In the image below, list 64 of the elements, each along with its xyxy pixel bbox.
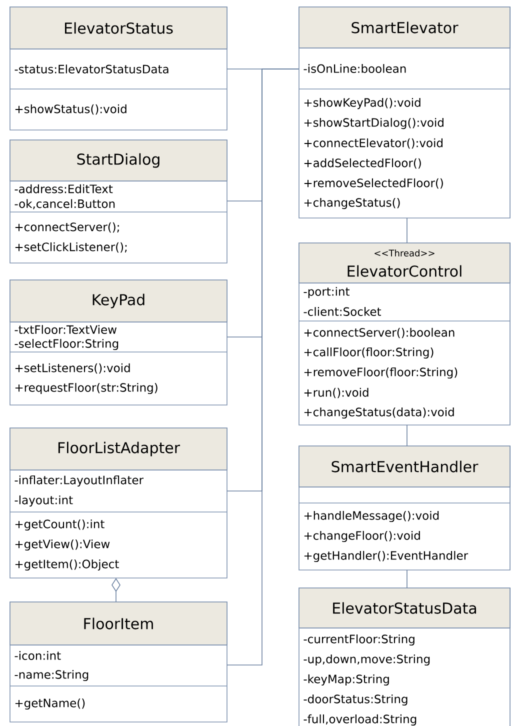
connector-line	[406, 424, 408, 446]
attribute-text: -doorStatus:String	[304, 694, 408, 706]
method-text: +callFloor(floor:String)	[304, 347, 434, 359]
class-name: FloorListAdapter	[58, 442, 180, 456]
method-text: +addSelectedFloor()	[304, 158, 421, 169]
method-text: +connectServer();	[15, 222, 119, 233]
attribute-text: -name:String	[14, 670, 88, 682]
class-name: FloorItem	[84, 618, 153, 630]
attribute-text: -full,overload:String	[304, 714, 416, 726]
method-text: +changeFloor():void	[304, 530, 420, 542]
class-box	[298, 6, 510, 218]
connector-line	[226, 68, 300, 666]
class-box	[10, 602, 228, 722]
attribute-text: -inflater:LayoutInflater	[14, 475, 144, 487]
class-name: StartDialog	[77, 153, 160, 168]
class-box	[10, 140, 228, 264]
method-text: +getHandler():EventHandler	[304, 550, 468, 562]
attribute-text: -status:ElevatorStatusData	[14, 64, 168, 74]
connector-line	[406, 218, 408, 244]
method-text: +getView():View	[15, 539, 110, 551]
class-box	[298, 446, 510, 570]
method-text: +connectElevator():void	[304, 138, 442, 149]
attribute-text: -isOnLine:boolean	[304, 64, 406, 73]
attribute-text: -client:Socket	[304, 307, 382, 316]
method-text: +removeSelectedFloor()	[304, 178, 443, 189]
connector-line	[112, 578, 120, 602]
method-text: +connectServer():boolean	[304, 328, 454, 338]
method-text: +getName()	[15, 698, 85, 710]
method-text: +showStatus():void	[15, 104, 126, 115]
attribute-text: -port:int	[304, 286, 350, 298]
class-box	[298, 588, 510, 726]
method-text: +setListeners():void	[15, 363, 130, 374]
method-text: +getCount():int	[15, 519, 104, 531]
method-text: +handleMessage():void	[304, 510, 439, 522]
method-text: +getItem():Object	[15, 559, 119, 571]
method-text: +setClickListener();	[15, 242, 127, 253]
attribute-text: -up,down,move:String	[304, 654, 430, 666]
method-text: +removeFloor(floor:String)	[304, 367, 458, 379]
attribute-text: -icon:int	[14, 651, 61, 660]
class-box	[298, 242, 510, 426]
class-name: SmartElevator	[352, 22, 458, 34]
attribute-text: -ok,cancel:Button	[14, 199, 115, 210]
attribute-text: -layout:int	[14, 495, 73, 507]
class-name: ElevatorStatus	[65, 22, 173, 34]
attribute-text: -selectFloor:String	[14, 338, 118, 350]
method-text: +showStartDialog():void	[304, 118, 444, 130]
class-box	[10, 6, 228, 130]
method-text: +showKeyPad():void	[304, 98, 420, 110]
method-text: +run():void	[304, 388, 368, 398]
class-name: ElevatorControl	[348, 265, 462, 277]
class-name: SmartEventHandler	[332, 460, 478, 472]
connector-line	[406, 570, 408, 588]
method-text: +requestFloor(str:String)	[15, 382, 158, 394]
class-box	[10, 428, 228, 578]
class-name: ElevatorStatusData	[333, 602, 476, 614]
method-text: +changeStatus(data):void	[304, 407, 454, 419]
stereotype-label: <<Thread>>	[374, 250, 434, 256]
class-name: KeyPad	[92, 294, 144, 308]
class-box	[10, 280, 228, 406]
method-text: +changeStatus()	[304, 198, 400, 210]
attribute-text: -keyMap:String	[304, 674, 389, 686]
attribute-text: -address:EditText	[14, 184, 113, 194]
attribute-text: -txtFloor:TextView	[14, 325, 117, 334]
attribute-text: -currentFloor:String	[304, 634, 414, 646]
